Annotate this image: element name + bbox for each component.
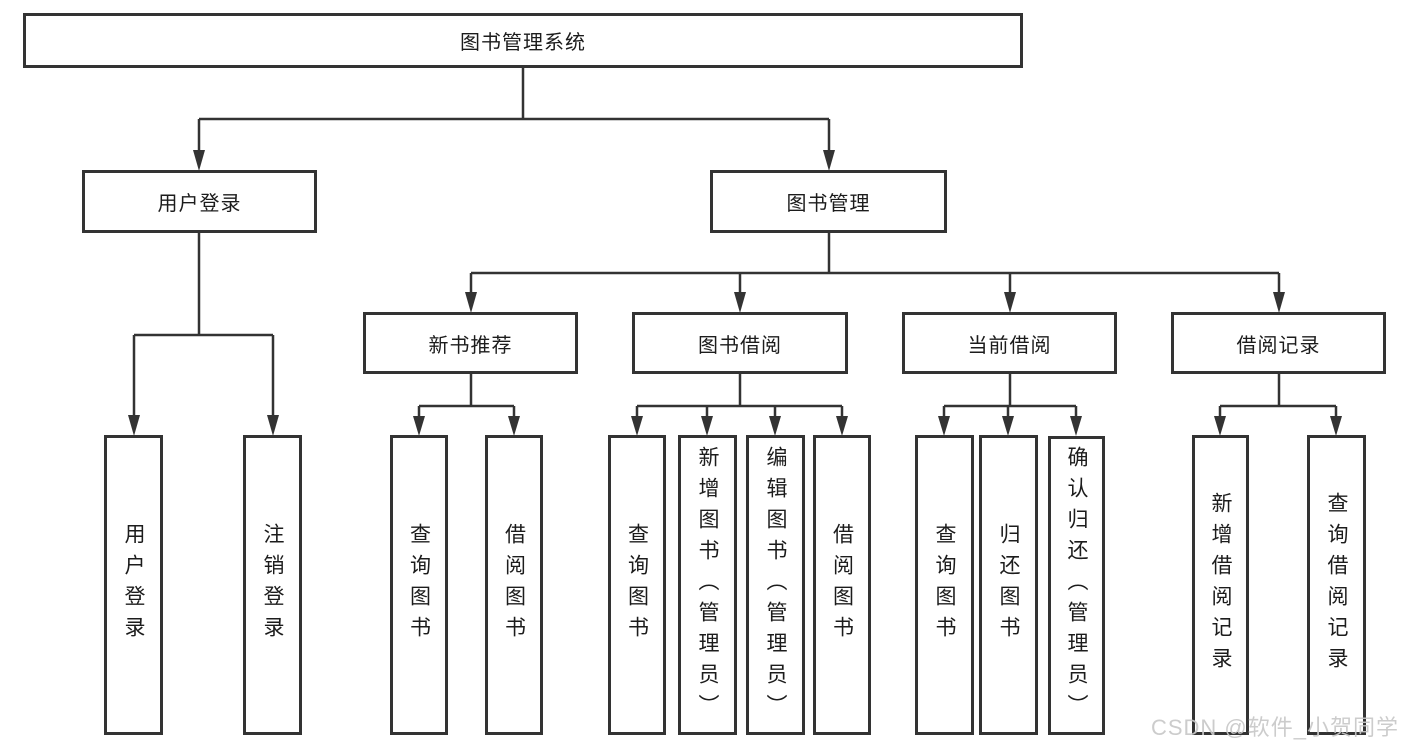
leaf-nbr-query-books-label: 查询图书 (407, 523, 431, 647)
node-current-borrow-label: 当前借阅 (967, 334, 1052, 357)
leaf-bb-edit-books-admin-label: 编辑图书（管理员） (764, 445, 787, 725)
node-borrow-records: 借阅记录 (1171, 312, 1386, 374)
leaf-logout: 注销登录 (243, 435, 302, 735)
leaf-cb-query-books-label: 查询图书 (933, 523, 956, 647)
leaf-cb-return-books: 归还图书 (979, 435, 1038, 735)
node-new-book-recommend: 新书推荐 (363, 312, 578, 374)
node-book-borrow: 图书借阅 (632, 312, 848, 374)
leaf-user-login-label: 用户登录 (122, 523, 145, 647)
leaf-cb-return-books-label: 归还图书 (997, 523, 1020, 647)
node-user-login: 用户登录 (82, 170, 317, 233)
node-current-borrow: 当前借阅 (902, 312, 1117, 374)
node-root-label: 图书管理系统 (460, 32, 586, 54)
leaf-br-add-record: 新增借阅记录 (1192, 435, 1249, 735)
leaf-nbr-borrow-books-label: 借阅图书 (502, 523, 526, 647)
leaf-cb-confirm-return-admin-label: 确认归还（管理员） (1065, 446, 1088, 725)
leaf-logout-label: 注销登录 (261, 523, 284, 647)
node-new-book-recommend-label: 新书推荐 (428, 334, 513, 357)
leaf-bb-edit-books-admin: 编辑图书（管理员） (746, 435, 805, 735)
leaf-cb-confirm-return-admin: 确认归还（管理员） (1048, 436, 1105, 735)
leaf-user-login: 用户登录 (104, 435, 163, 735)
node-book-management: 图书管理 (710, 170, 947, 233)
node-borrow-records-label: 借阅记录 (1236, 334, 1321, 357)
leaf-bb-add-books-admin: 新增图书（管理员） (678, 435, 737, 735)
leaf-cb-query-books: 查询图书 (915, 435, 974, 735)
leaf-nbr-borrow-books: 借阅图书 (485, 435, 543, 735)
leaf-bb-borrow-books: 借阅图书 (813, 435, 871, 735)
leaf-br-query-record-label: 查询借阅记录 (1325, 492, 1348, 678)
node-root: 图书管理系统 (23, 13, 1023, 68)
node-book-management-label: 图书管理 (786, 193, 871, 215)
csdn-watermark: CSDN @软件_小贺同学 (1150, 715, 1399, 740)
node-book-borrow-label: 图书借阅 (698, 334, 782, 357)
leaf-br-add-record-label: 新增借阅记录 (1209, 492, 1232, 678)
leaf-bb-add-books-admin-label: 新增图书（管理员） (696, 445, 719, 725)
leaf-nbr-query-books: 查询图书 (390, 435, 448, 735)
node-user-login-label: 用户登录 (157, 193, 242, 215)
leaf-br-query-record: 查询借阅记录 (1307, 435, 1366, 735)
leaf-bb-query-books-label: 查询图书 (625, 523, 649, 647)
leaf-bb-borrow-books-label: 借阅图书 (830, 523, 854, 647)
arrowhead-icons (128, 150, 1342, 436)
leaf-bb-query-books: 查询图书 (608, 435, 666, 735)
